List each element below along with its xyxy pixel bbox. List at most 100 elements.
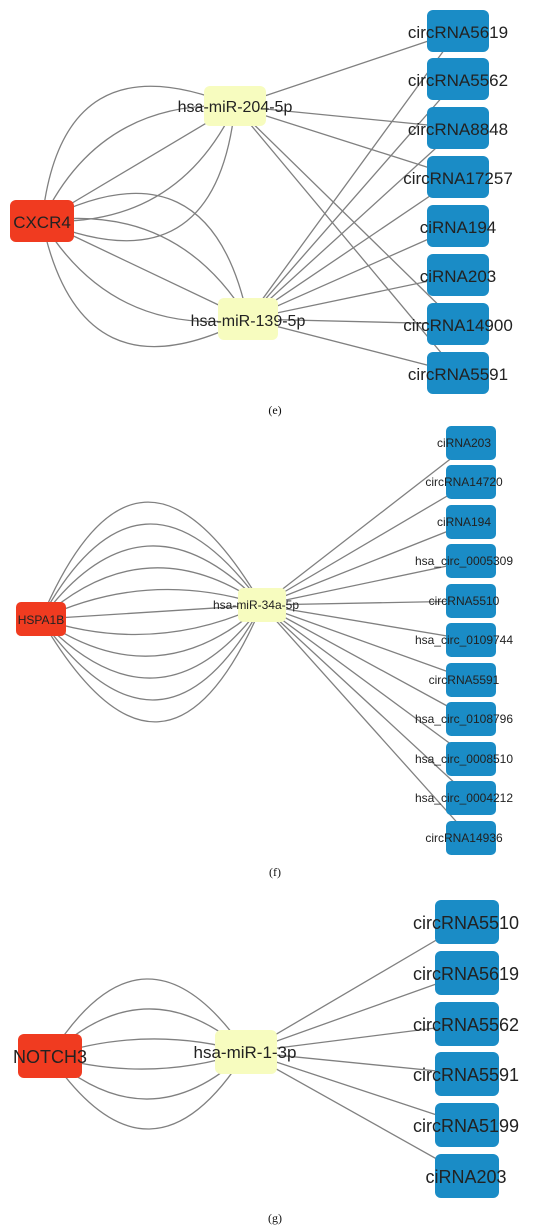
mirna-circrna-edge	[261, 560, 472, 606]
circrna-node	[427, 303, 489, 345]
circrna-node	[446, 584, 496, 618]
panel-e-edges	[41, 30, 459, 374]
gene-mirna-edge	[40, 501, 263, 620]
mirna-circrna-edge	[261, 521, 472, 606]
circrna-node	[427, 205, 489, 247]
circrna-label: circRNA5510	[413, 913, 519, 933]
mirna-circrna-edge	[247, 225, 459, 320]
mirna-circrna-edge	[261, 600, 472, 606]
circrna-node	[446, 702, 496, 736]
mirna-circrna-edge	[234, 105, 459, 178]
gene-mirna-edge	[40, 567, 263, 620]
circrna-label: circRNA14720	[425, 475, 503, 489]
gene-mirna-edge	[49, 1051, 247, 1130]
circrna-node	[427, 352, 489, 394]
circrna-label: hsa_circ_0008510	[415, 752, 513, 766]
gene-mirna-edge	[41, 217, 249, 320]
gene-mirna-edge	[40, 604, 263, 620]
mirna-circrna-edge	[261, 604, 472, 839]
circrna-label: circRNA5562	[413, 1015, 519, 1035]
panel-e: CXCR4 hsa-miR-204-5p hsa-miR-139-5p circ…	[10, 10, 513, 417]
circrna-node	[427, 10, 489, 52]
panel-g: NOTCH3 hsa-miR-1-3p circRNA5510 circRNA5…	[13, 900, 519, 1225]
gene-mirna-edge	[40, 523, 263, 620]
mirna-circrna-edge	[234, 105, 459, 325]
circrna-node	[435, 1052, 499, 1096]
circrna-node	[427, 107, 489, 149]
gene-node-notch3	[18, 1034, 82, 1078]
mirna-circrna-edge	[245, 1051, 468, 1126]
mirna-circrna-edge	[247, 318, 459, 325]
mirna-circrna-edge	[261, 604, 472, 641]
circrna-label: hsa_circ_0109744	[415, 633, 513, 647]
circrna-label: circRNA5510	[429, 594, 500, 608]
circrna-label: hsa_circ_0005309	[415, 554, 513, 568]
mirna-circrna-edge	[261, 481, 472, 606]
circrna-label: ciRNA194	[420, 218, 497, 237]
mirna-circrna-edge	[234, 105, 459, 129]
mirna-circrna-edge	[261, 604, 472, 760]
circrna-node	[446, 742, 496, 776]
circrna-node	[446, 544, 496, 578]
panel-f: HSPA1B hsa-miR-34a-5p ciRNA203 circRNA14…	[16, 426, 513, 879]
mirna-label: hsa-miR-204-5p	[178, 99, 293, 116]
mirna-circrna-edge	[245, 972, 468, 1053]
mirna-circrna-edge	[234, 30, 459, 107]
mirna-circrna-edge	[247, 274, 459, 320]
mirna-circrna-edge	[245, 1051, 468, 1075]
mirna-circrna-edge	[247, 318, 459, 374]
circrna-node	[446, 821, 496, 855]
mirna-circrna-edge	[245, 1051, 468, 1177]
mirna-node-204	[204, 86, 266, 126]
circrna-label: circRNA5562	[408, 71, 508, 90]
circrna-node	[435, 1002, 499, 1046]
gene-mirna-edge	[40, 588, 263, 620]
circrna-label: circRNA5199	[413, 1116, 519, 1136]
gene-mirna-edge	[41, 192, 249, 320]
circrna-label: circRNA8848	[408, 120, 508, 139]
circrna-label: circRNA5591	[408, 365, 508, 384]
circrna-label: circRNA5591	[429, 673, 500, 687]
circrna-label: hsa_circ_0004212	[415, 791, 513, 805]
gene-mirna-edge	[41, 85, 236, 222]
circrna-label: ciRNA203	[420, 267, 497, 286]
mirna-node-34a	[238, 588, 286, 622]
circrna-label: circRNA5591	[413, 1065, 519, 1085]
mirna-circrna-edge	[261, 604, 472, 799]
mirna-label: hsa-miR-1-3p	[194, 1043, 297, 1062]
circrna-node	[435, 951, 499, 995]
gene-mirna-edge	[40, 545, 263, 620]
mirna-node-1	[215, 1030, 277, 1074]
panel-f-edges	[40, 442, 472, 839]
gene-label: CXCR4	[13, 213, 71, 232]
circrna-node	[446, 505, 496, 539]
circrna-node	[446, 781, 496, 815]
circrna-label: circRNA17257	[403, 169, 513, 188]
panel-caption: (e)	[268, 403, 281, 417]
mirna-circrna-edge	[261, 604, 472, 681]
gene-mirna-edge	[49, 978, 247, 1057]
circrna-node	[446, 465, 496, 499]
circrna-label: hsa_circ_0108796	[415, 712, 513, 726]
mirna-circrna-edge	[247, 78, 459, 320]
panel-caption: (f)	[269, 865, 281, 879]
circrna-node	[435, 1154, 499, 1198]
circrna-label: circRNA14936	[425, 831, 503, 845]
circrna-label: circRNA5619	[413, 964, 519, 984]
mirna-label: hsa-miR-34a-5p	[213, 598, 299, 612]
circrna-node	[435, 1103, 499, 1147]
gene-mirna-edge	[41, 220, 249, 323]
circrna-node	[446, 623, 496, 657]
circrna-node	[427, 58, 489, 100]
gene-mirna-edge	[40, 604, 263, 636]
gene-mirna-edge	[41, 220, 249, 348]
circrna-label: ciRNA203	[425, 1167, 506, 1187]
gene-mirna-edge	[41, 104, 236, 222]
circrna-node	[427, 254, 489, 296]
mirna-circrna-edge	[245, 1023, 468, 1053]
panel-caption: (g)	[268, 1211, 282, 1225]
circrna-node	[435, 900, 499, 944]
circrna-node	[427, 156, 489, 198]
mirna-circrna-edge	[247, 127, 459, 320]
